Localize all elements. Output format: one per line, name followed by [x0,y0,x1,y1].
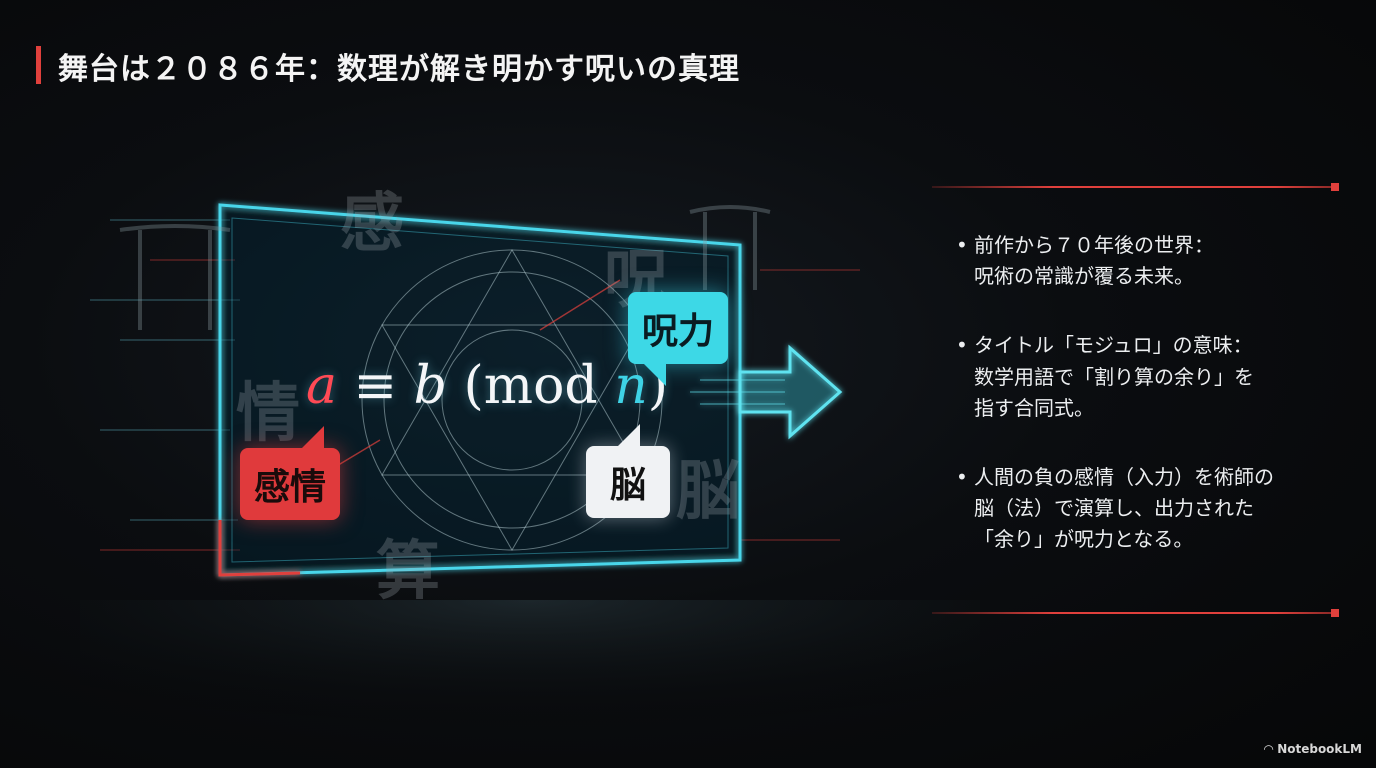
bullet-line: 「余り」が呪力となる。 [974,527,1194,552]
bg-kanji-5: 算 [376,534,440,609]
bullet-list: • 前作から７０年後の世界： 呪術の常識が覆る未来。 • タイトル「モジュロ」の… [952,230,1332,594]
bullet-line: 脳（法）で演算し、出力された [974,496,1254,521]
bg-kanji-4: 脳 [676,454,740,529]
bullet-line: 前作から７０年後の世界： [974,233,1214,257]
arrow-icon [690,344,843,440]
modulo-equation: a ≡ b (mod n) [306,356,668,416]
bg-kanji-2: 情 [236,376,300,451]
bullet-dot-icon: • [956,233,968,257]
floor-reflection [80,600,980,768]
equation-equiv: ≡ [353,356,398,416]
bullet-line: 呪術の常識が覆る未来。 [974,264,1194,289]
bubble-emotion: 感情 [240,426,341,520]
title-accent-bar [36,46,41,84]
bullet-dot-icon: • [956,464,968,489]
equation-mod: (mod [463,356,598,416]
notebooklm-logo: ◠NotebookLM [1264,742,1362,756]
frame-corner-red [218,520,301,577]
equation-b: b [413,356,447,416]
bullet-line: タイトル「モジュロ」の意味： [974,333,1253,358]
bullet-item: • 人間の負の感情（入力）を術師の 脳（法）で演算し、出力された 「余り」が呪力… [952,462,1332,556]
page-title: 舞台は２０８６年：数理が解き明かす呪いの真理 [58,52,740,87]
bubble-brain: 脳 [586,424,671,518]
notebooklm-icon: ◠ [1263,742,1274,756]
bg-kanji-1: 感 [340,186,404,261]
bubble-cursed-energy: 呪力 [628,292,729,386]
magic-circle [361,249,663,551]
equation-a: a [306,356,338,416]
divider-bottom [932,609,1339,617]
brand-name: NotebookLM [1277,742,1362,756]
data-lines-left [90,219,240,521]
bullet-line: 人間の負の感情（入力）を術師の [974,464,1274,489]
torii-icon [119,205,771,330]
divider-top [932,183,1339,191]
bullet-item: • タイトル「モジュロ」の意味： 数学用語で「割り算の余り」を 指す合同式。 [952,330,1332,424]
bullet-line: 指す合同式。 [974,395,1094,420]
bullet-line: 数学用語で「割り算の余り」を [974,364,1254,389]
bullet-item: • 前作から７０年後の世界： 呪術の常識が覆る未来。 [952,230,1332,292]
bullet-dot-icon: • [956,333,968,358]
